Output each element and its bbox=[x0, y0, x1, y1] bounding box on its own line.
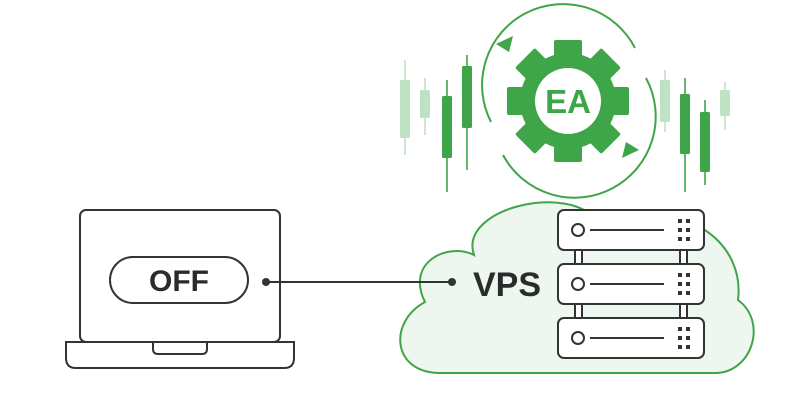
off-status-pill bbox=[109, 256, 249, 304]
gear-icon bbox=[507, 40, 629, 162]
ea-label: EA bbox=[545, 83, 591, 120]
connection-line bbox=[262, 278, 456, 286]
candlestick-chart-right-icon bbox=[660, 70, 730, 192]
server-icon-3 bbox=[557, 317, 705, 359]
vps-label: VPS bbox=[473, 266, 541, 304]
off-status-label: OFF bbox=[149, 265, 209, 298]
server-icon-1 bbox=[557, 209, 705, 251]
refresh-arrows-icon bbox=[481, 3, 657, 199]
server-icon-2 bbox=[557, 263, 705, 305]
candlestick-chart-left-icon bbox=[400, 55, 472, 192]
